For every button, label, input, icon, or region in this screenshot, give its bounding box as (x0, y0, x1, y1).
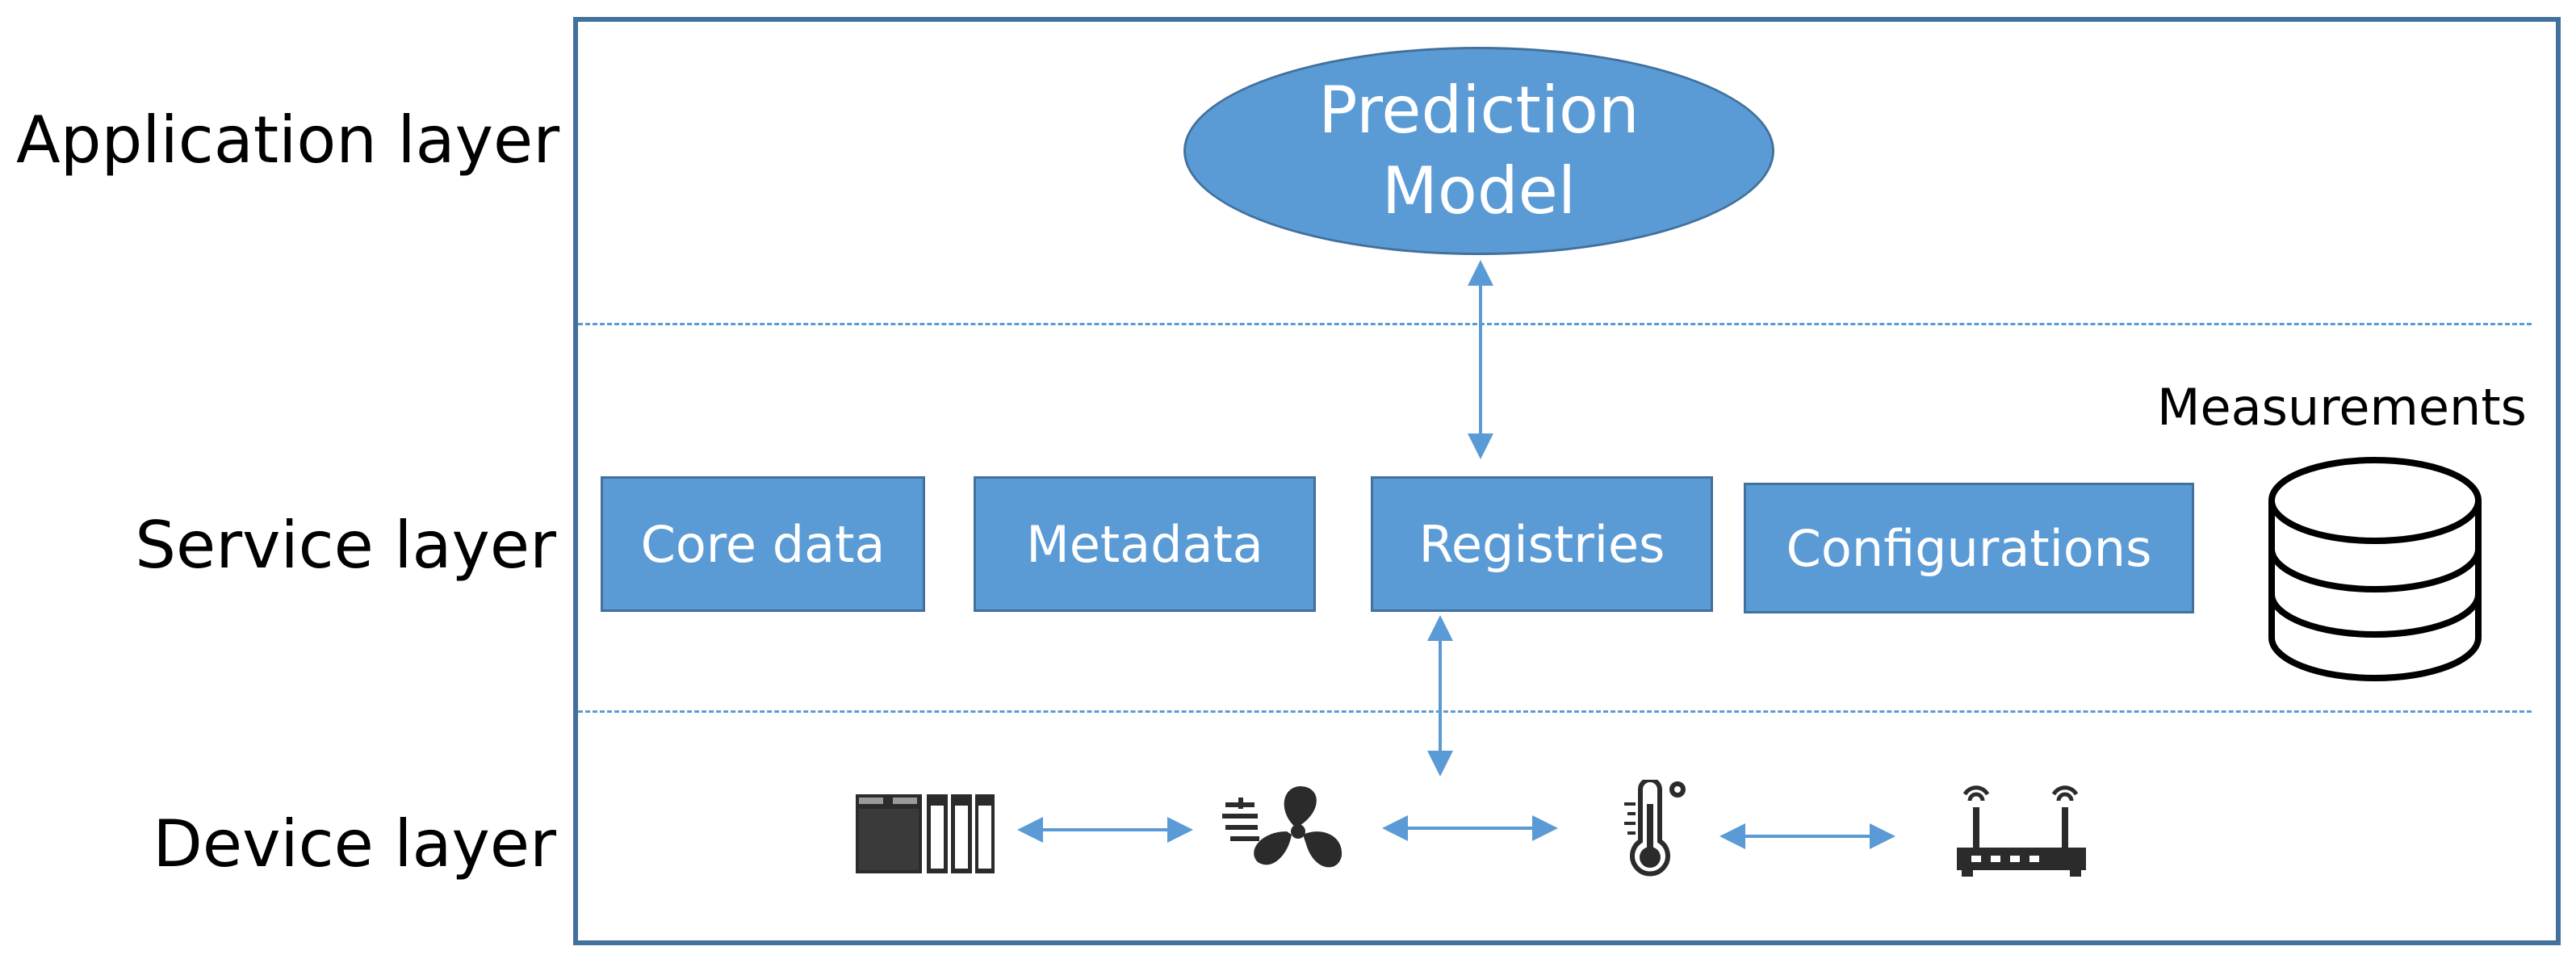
application-layer-label: Application layer (16, 103, 560, 178)
fan-icon (1222, 786, 1342, 868)
thermometer-icon (1624, 780, 1686, 877)
metadata-box: Metadata (974, 476, 1316, 612)
device-layer-label: Device layer (153, 806, 556, 881)
router-icon (1957, 785, 2086, 877)
core-data-box: Core data (601, 476, 925, 612)
configurations-box: Configurations (1744, 483, 2194, 613)
measurements-label: Measurements (2157, 378, 2527, 437)
database-icon (2268, 457, 2482, 681)
controller-rack-icon (856, 794, 995, 873)
application-service-divider (578, 323, 2532, 325)
architecture-frame (573, 17, 2561, 945)
service-layer-label: Service layer (135, 508, 556, 583)
service-device-divider (578, 710, 2532, 713)
prediction-model-node: Prediction Model (1183, 47, 1774, 255)
registries-box: Registries (1371, 476, 1713, 612)
